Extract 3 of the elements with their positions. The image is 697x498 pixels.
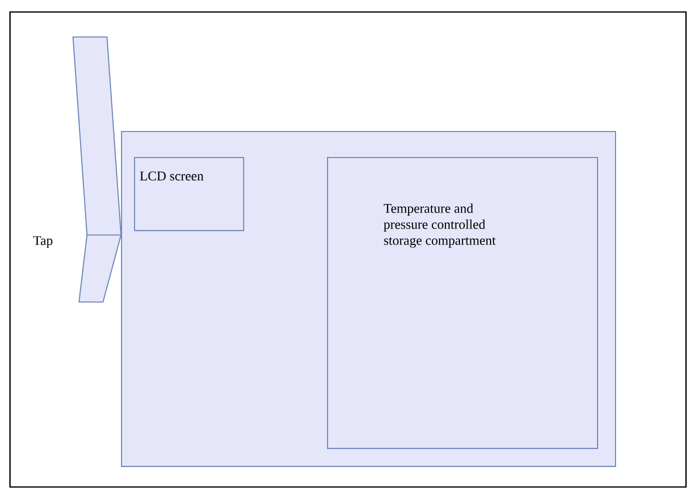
compartment-box: Temperature and pressure controlled storage compartment [327,157,598,449]
compartment-box: LCD screen [134,157,244,232]
part-label: Tap [33,236,52,248]
